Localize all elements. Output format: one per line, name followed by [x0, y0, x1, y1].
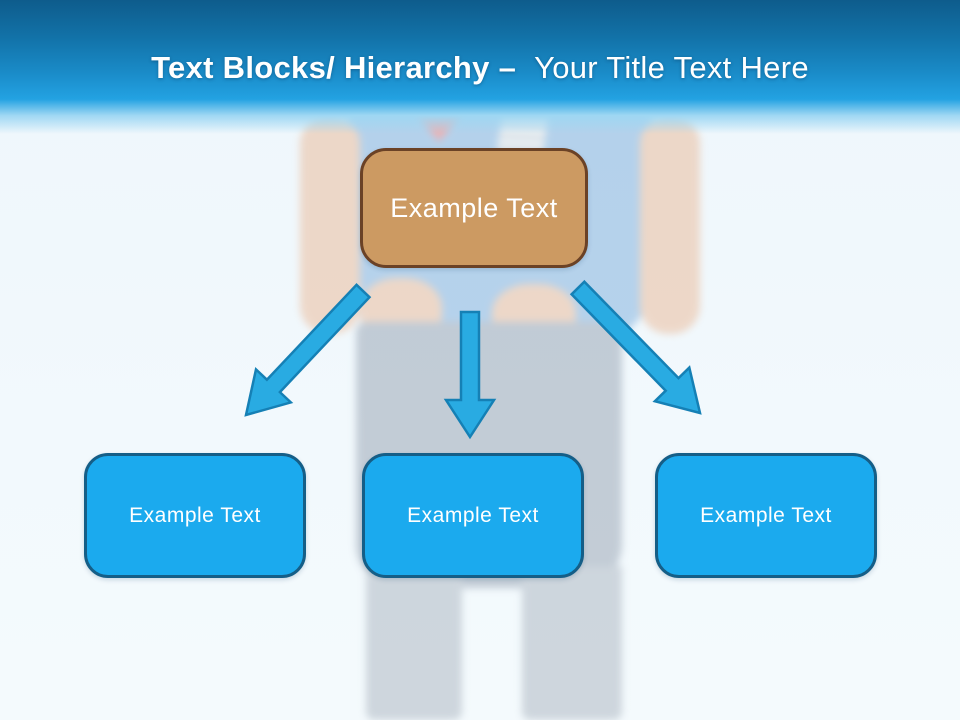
root-text-block[interactable]: Example Text: [360, 148, 588, 268]
person-left-hand: [360, 278, 442, 344]
child-text-block-2-label: Example Text: [407, 503, 539, 527]
person-left-arm: [300, 116, 360, 334]
person-left-leg: [366, 566, 462, 720]
child-text-block-3[interactable]: Example Text: [655, 453, 877, 578]
person-right-leg: [522, 566, 622, 720]
page-title-bold: Text Blocks/ Hierarchy –: [151, 50, 517, 85]
page-title-regular: Your Title Text Here: [534, 50, 809, 85]
person-right-arm: [640, 116, 700, 334]
person-right-hand: [492, 284, 576, 348]
child-text-block-3-label: Example Text: [700, 503, 832, 527]
root-text-block-label: Example Text: [390, 192, 558, 223]
child-text-block-1[interactable]: Example Text: [84, 453, 306, 578]
slide-header: Text Blocks/ Hierarchy – Your Title Text…: [0, 0, 960, 134]
child-text-block-2[interactable]: Example Text: [362, 453, 584, 578]
child-text-block-1-label: Example Text: [129, 503, 261, 527]
page-title: Text Blocks/ Hierarchy – Your Title Text…: [0, 0, 960, 86]
